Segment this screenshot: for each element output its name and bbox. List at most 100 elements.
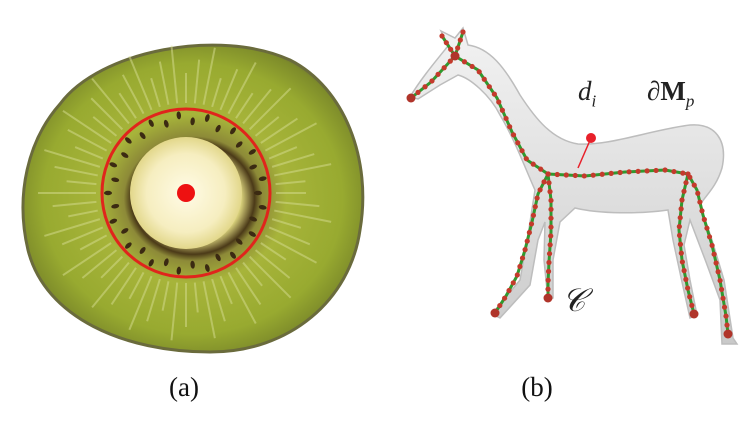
skeleton-node [487, 84, 492, 89]
skeleton-node [720, 296, 725, 301]
label-distance-subscript: i [592, 91, 597, 110]
caption-b: (b) [497, 372, 577, 403]
skeleton-node [618, 170, 623, 175]
skeleton-node [678, 215, 683, 220]
skeleton-node [435, 72, 440, 77]
skeleton-node [546, 278, 551, 283]
skeleton-node [533, 204, 538, 209]
skeleton-node [531, 213, 536, 218]
skeleton-node [692, 183, 697, 188]
skeleton-node [600, 172, 605, 177]
skeleton-node [678, 242, 683, 247]
label-distance-base: d [578, 76, 592, 106]
skeleton-node [529, 221, 534, 226]
skeleton-node [547, 189, 552, 194]
skeleton-node [547, 251, 552, 256]
skeleton-node [709, 243, 714, 248]
skeleton-node [555, 172, 560, 177]
skeleton-node [500, 108, 505, 113]
panel-a-kiwi [23, 45, 363, 352]
skeleton-endpoint [451, 52, 460, 61]
skeleton-node [545, 171, 550, 176]
skeleton-node [680, 259, 685, 264]
skeleton-node [541, 179, 546, 184]
skeleton-node [415, 90, 420, 95]
skeleton-node [525, 238, 530, 243]
label-curve: 𝒞 [562, 282, 585, 320]
skeleton-node [548, 224, 553, 229]
skeleton-node [477, 69, 482, 74]
skeleton-node [548, 216, 553, 221]
skeleton-node [679, 206, 684, 211]
distance-sample-point [586, 133, 596, 143]
skeleton-node [458, 37, 463, 42]
skeleton-node [653, 168, 658, 173]
skeleton-node [538, 167, 543, 172]
label-boundary: ∂Mp [647, 76, 694, 111]
skeleton-node [460, 29, 465, 34]
skeleton-node [724, 322, 729, 327]
skeleton-node [695, 191, 700, 196]
skeleton-node [677, 233, 682, 238]
label-boundary-base: M [660, 76, 685, 106]
skeleton-node [444, 40, 449, 45]
skeleton-node [609, 171, 614, 176]
skeleton-node [671, 169, 676, 174]
skeleton-node [507, 124, 512, 129]
skeleton-node [677, 224, 682, 229]
skeleton-node [496, 99, 501, 104]
caption-a: (a) [144, 372, 224, 403]
skeleton-endpoint [407, 94, 416, 103]
skeleton-node [573, 173, 578, 178]
skeleton-node [545, 287, 550, 292]
skeleton-endpoint [690, 310, 699, 319]
skeleton-node [635, 169, 640, 174]
label-boundary-subscript: p [686, 91, 695, 110]
skeleton-node [548, 207, 553, 212]
skeleton-node [546, 260, 551, 265]
skeleton-node [702, 217, 707, 222]
skeleton-node [681, 189, 686, 194]
skeleton-node [548, 242, 553, 247]
skeleton-node [626, 169, 631, 174]
skeleton-node [497, 303, 502, 308]
skeleton-node [683, 180, 688, 185]
skeleton-node [470, 64, 475, 69]
skeleton-node [511, 280, 516, 285]
kiwi-seed [254, 191, 262, 195]
skeleton-node [717, 278, 722, 283]
skeleton-node [522, 247, 527, 252]
skeleton-node [442, 65, 447, 70]
skeleton-node [722, 305, 727, 310]
skeleton-node [503, 116, 508, 121]
skeleton-node [492, 92, 497, 97]
skeleton-node [682, 268, 687, 273]
skeleton-node [714, 260, 719, 265]
skeleton-node [679, 251, 684, 256]
skeleton-node [685, 171, 690, 176]
skeleton-node [524, 156, 529, 161]
skeleton-node [506, 288, 511, 293]
skeleton-node [546, 180, 551, 185]
skeleton-node [582, 173, 587, 178]
skeleton-node [591, 173, 596, 178]
skeleton-node [712, 252, 717, 257]
skeleton-node [511, 132, 516, 137]
skeleton-node [448, 47, 453, 52]
skeleton-endpoint [724, 330, 733, 339]
skeleton-node [716, 269, 721, 274]
skeleton-node [519, 148, 524, 153]
skeleton-node [699, 208, 704, 213]
skeleton-node [517, 264, 522, 269]
skeleton-endpoint [491, 309, 500, 318]
skeleton-node [680, 170, 685, 175]
skeleton-node [502, 296, 507, 301]
label-distance: di [578, 76, 596, 111]
skeleton-node [439, 33, 444, 38]
skeleton-node [723, 313, 728, 318]
skeleton-node [564, 172, 569, 177]
skeleton-node [531, 162, 536, 167]
skeleton-node [482, 77, 487, 82]
